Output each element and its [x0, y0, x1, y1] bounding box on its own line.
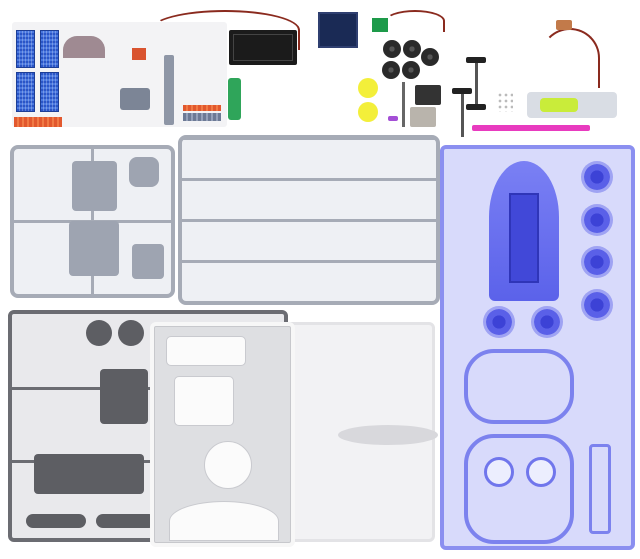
motor — [540, 98, 578, 112]
blue-gear — [584, 164, 610, 190]
bar-part — [26, 514, 86, 528]
gear — [118, 320, 144, 346]
solar-cell — [40, 72, 59, 112]
connector-strip — [183, 113, 221, 121]
grey-bracket — [410, 107, 436, 127]
blue-peg — [484, 457, 514, 487]
battery-holder — [229, 30, 297, 65]
wire-red — [540, 28, 600, 88]
circuit-board — [372, 18, 388, 32]
purple-spacer — [388, 116, 398, 121]
metal-shaft — [402, 82, 405, 127]
gearbox-half — [100, 369, 148, 424]
screws — [497, 92, 513, 112]
axle — [461, 92, 464, 137]
sprue-part — [69, 221, 119, 276]
connector-strip — [14, 117, 62, 127]
blue-frame — [464, 349, 574, 424]
solar-cell — [16, 72, 35, 112]
blue-gear — [584, 207, 610, 233]
sprue-part — [129, 157, 159, 187]
light-grey-sprue-large — [178, 135, 440, 305]
card-grey-part — [120, 88, 150, 110]
blue-sprue — [440, 145, 635, 550]
solar-cell — [16, 30, 35, 68]
boat-hull — [489, 161, 559, 301]
pink-tube — [472, 125, 590, 131]
white-hub — [204, 441, 252, 489]
wheel — [403, 40, 421, 58]
axle — [475, 62, 478, 107]
axle-wheel — [466, 104, 486, 110]
clear-part — [338, 425, 438, 445]
wire-red — [385, 10, 445, 32]
green-part — [228, 78, 241, 120]
hull-cavity — [509, 193, 539, 283]
white-part — [174, 376, 234, 426]
gear — [86, 320, 112, 346]
wheel — [383, 40, 401, 58]
bar-part — [96, 514, 156, 528]
clear-sprue — [285, 322, 438, 542]
solar-cell — [40, 30, 59, 68]
wheel — [382, 61, 400, 79]
card-metal-bar — [164, 55, 174, 125]
wheel — [421, 48, 439, 66]
blue-gear — [534, 309, 560, 335]
solar-panel — [318, 12, 358, 48]
axle-wheel — [466, 57, 486, 63]
wire-red — [150, 10, 300, 50]
blue-peg — [526, 457, 556, 487]
sprue-part — [72, 161, 117, 211]
black-bracket — [415, 85, 441, 105]
white-arc — [169, 501, 279, 541]
yellow-pulley — [358, 102, 378, 122]
wheel — [402, 61, 420, 79]
blue-gear — [584, 292, 610, 318]
blue-frame — [464, 434, 574, 544]
switch — [556, 20, 572, 30]
white-sprue — [150, 322, 295, 547]
light-grey-sprue-small — [10, 145, 175, 298]
white-part — [166, 336, 246, 366]
gearbox-base — [34, 454, 144, 494]
card-arch-part — [63, 36, 105, 58]
card-red-part — [132, 48, 146, 60]
connector-strip — [183, 105, 221, 111]
axle-wheel — [452, 88, 472, 94]
yellow-pulley — [358, 78, 378, 98]
blue-link — [589, 444, 611, 534]
blue-gear — [486, 309, 512, 335]
blue-gear — [584, 249, 610, 275]
sprue-part — [132, 244, 164, 279]
